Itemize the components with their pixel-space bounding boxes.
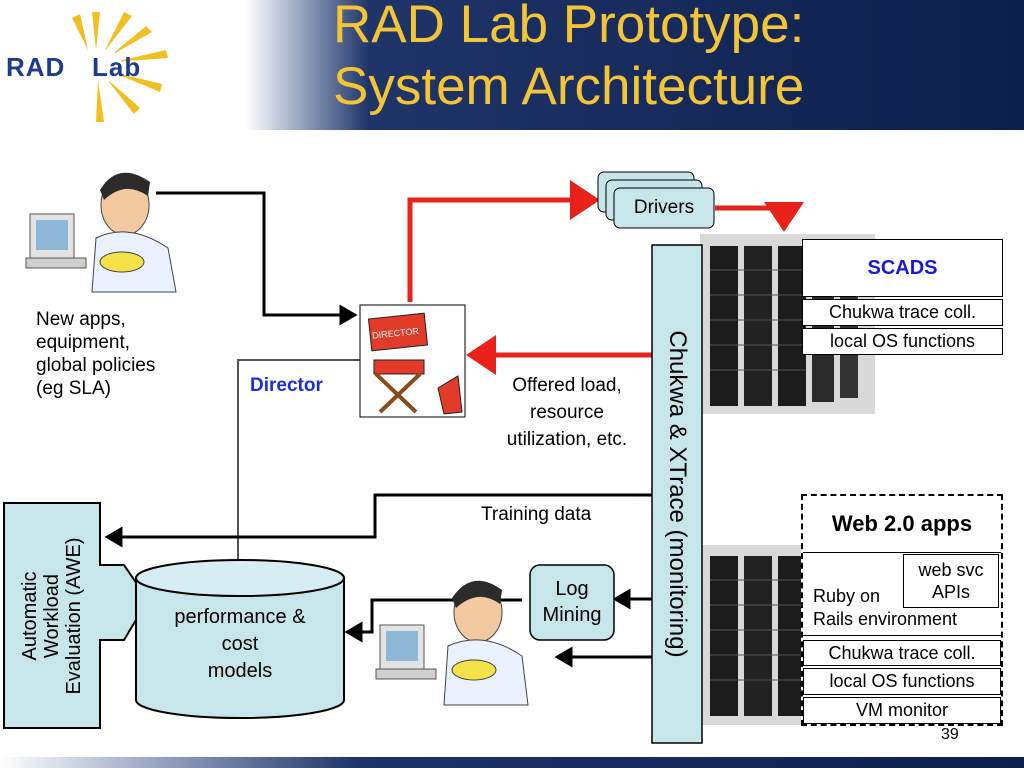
arrow-drivers-to-rack bbox=[715, 202, 804, 232]
chukwa-label-holder: Chukwa & XTrace (monitoring) bbox=[652, 245, 702, 743]
new-apps-label: New apps, equipment, global policies (eg… bbox=[36, 308, 206, 400]
log-mining-box bbox=[529, 564, 615, 641]
perf-models-line-2: cost bbox=[221, 633, 259, 655]
director-chair-illustration: DIRECTOR bbox=[359, 304, 466, 418]
ruby-line-2: Rails environment bbox=[813, 609, 958, 629]
websvc-apis-box: web svc APIs bbox=[903, 554, 999, 608]
new-apps-line-4: (eg SLA) bbox=[36, 378, 111, 399]
new-apps-line-1: New apps, bbox=[36, 309, 126, 330]
log-mining-line-1: Log bbox=[555, 578, 589, 600]
arrow-training-data-to-awe bbox=[104, 493, 652, 548]
title-line-2: System Architecture bbox=[333, 57, 805, 116]
awe-line-3: Evaluation (AWE) bbox=[63, 537, 85, 695]
director-chair-text: DIRECTOR bbox=[372, 326, 420, 341]
header-band: RAD Lab RAD Lab Prototype: System Archit… bbox=[0, 0, 1024, 130]
websvc-line-1: web svc bbox=[918, 560, 984, 580]
chukwa-xtrace-label: Chukwa & XTrace (monitoring) bbox=[664, 330, 691, 658]
ruby-line-1: Ruby on bbox=[813, 586, 881, 606]
web20-chukwa-box: Chukwa trace coll. bbox=[803, 640, 1001, 666]
scads-box: SCADS bbox=[802, 239, 1003, 297]
awe-line-2: Workload bbox=[41, 573, 63, 659]
operator-figure-bottom bbox=[375, 580, 529, 706]
training-data-label: Training data bbox=[481, 504, 592, 525]
svg-text:Lab: Lab bbox=[92, 52, 141, 82]
web20-title: Web 2.0 apps bbox=[803, 497, 1001, 551]
awe-label: Automatic Workload Evaluation (AWE) bbox=[19, 506, 85, 726]
offered-load-label: Offered load, resource utilization, etc. bbox=[478, 372, 656, 453]
arrow-director-to-drivers bbox=[407, 180, 600, 302]
vm-monitor-box: VM monitor bbox=[803, 697, 1001, 724]
offered-load-line-1: Offered load, bbox=[512, 375, 622, 396]
page-number: 39 bbox=[941, 726, 959, 743]
svg-text:RAD: RAD bbox=[6, 52, 65, 82]
performance-model-cylinder bbox=[135, 559, 345, 719]
perf-models-line-3: models bbox=[207, 660, 273, 682]
offered-load-line-2: resource bbox=[530, 402, 604, 423]
slide-title: RAD Lab Prototype: System Architecture bbox=[333, 0, 1023, 118]
scads-chukwa-box: Chukwa trace coll. bbox=[802, 299, 1003, 326]
perf-models-label: performance & cost models bbox=[140, 604, 340, 685]
arrow-logmining-to-models bbox=[344, 598, 522, 643]
new-apps-line-3: global policies bbox=[36, 355, 156, 376]
ruby-rails-box: Ruby on Rails environment bbox=[803, 552, 1001, 636]
perf-models-line-1: performance & bbox=[174, 606, 306, 628]
websvc-line-2: APIs bbox=[931, 582, 970, 602]
offered-load-line-3: utilization, etc. bbox=[506, 429, 628, 450]
footer-bar bbox=[0, 757, 1024, 768]
scads-local-os-box: local OS functions bbox=[802, 328, 1003, 355]
line-director-to-models bbox=[237, 359, 360, 565]
web20-local-os-box: local OS functions bbox=[803, 668, 1001, 695]
log-mining-label: Log Mining bbox=[530, 576, 614, 628]
log-mining-line-2: Mining bbox=[542, 604, 602, 626]
title-line-1: RAD Lab Prototype: bbox=[333, 0, 805, 54]
operator-figure-top bbox=[25, 172, 177, 293]
rad-lab-logo: RAD Lab bbox=[6, 12, 168, 122]
drivers-label: Drivers bbox=[633, 197, 695, 218]
new-apps-line-2: equipment, bbox=[36, 332, 131, 353]
drivers-stack bbox=[597, 171, 715, 229]
arrow-newapps-to-director bbox=[156, 191, 358, 326]
awe-label-holder: Automatic Workload Evaluation (AWE) bbox=[4, 503, 100, 728]
awe-line-1: Automatic bbox=[19, 571, 41, 661]
chukwa-bar bbox=[651, 244, 703, 744]
director-label: Director bbox=[250, 375, 323, 396]
